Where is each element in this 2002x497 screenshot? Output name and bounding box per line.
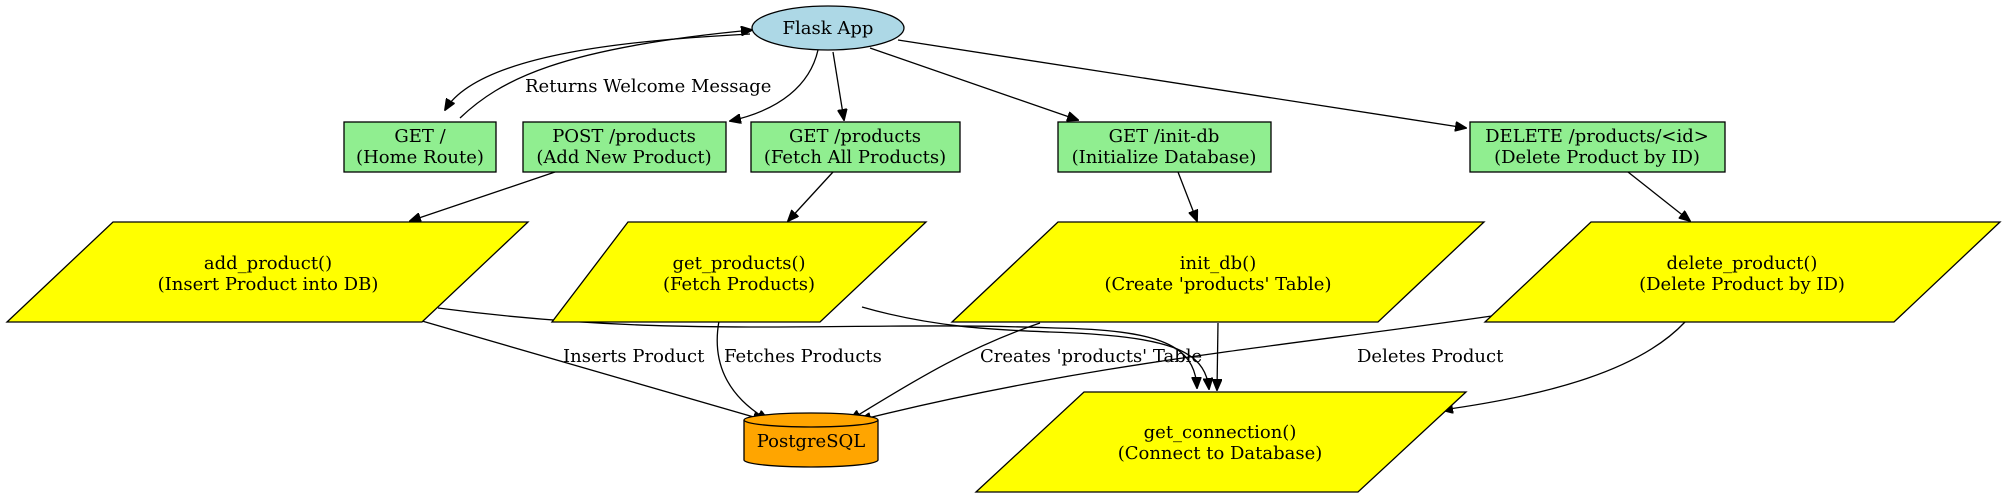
postgresql-label: PostgreSQL: [757, 431, 866, 452]
get-home-box: [343, 121, 497, 173]
add-product-line1: add_product(): [204, 253, 332, 274]
edge-app-to-post: [730, 49, 819, 121]
edges: [410, 30, 1690, 420]
flask-app-shape: [751, 5, 905, 51]
edge-delete-to-connection: [1442, 321, 1686, 410]
add-product-line2: (Insert Product into DB): [158, 274, 379, 295]
node-post-products: POST /products (Add New Product): [522, 121, 727, 173]
edge-label-welcome: Returns Welcome Message: [525, 76, 771, 97]
edge-add-to-postgres: [421, 320, 764, 420]
edge-init-to-connection: [1217, 322, 1218, 390]
edge-label-inserts: Inserts Product: [563, 346, 705, 367]
delete-product-shape: [1483, 221, 2002, 323]
node-get-home: GET / (Home Route): [343, 121, 497, 173]
edge-app-to-delete: [897, 39, 1466, 128]
edge-delete-to-postgres: [860, 312, 1513, 420]
edge-home-to-app: [459, 30, 752, 119]
get-init-db-box: [1057, 121, 1272, 173]
postgresql-cylinder-body: [743, 420, 879, 468]
post-products-line1: POST /products: [552, 126, 696, 147]
delete-route-line1: DELETE /products/<id>: [1485, 126, 1709, 147]
get-products-route-line1: GET /products: [789, 126, 921, 147]
edge-app-to-init-db: [869, 47, 1078, 120]
edge-app-to-get-products: [832, 51, 844, 120]
node-get-products-route: GET /products (Fetch All Products): [750, 121, 961, 173]
get-products-fn-shape: [550, 221, 928, 323]
edge-labels: Returns Welcome Message Inserts Product …: [525, 76, 1504, 367]
get-products-fn-line1: get_products(): [672, 253, 805, 274]
get-connection-shape: [974, 391, 1468, 493]
node-init-db: init_db() (Create 'products' Table): [950, 221, 1486, 323]
init-db-shape: [950, 221, 1486, 323]
node-get-connection: get_connection() (Connect to Database): [974, 391, 1468, 493]
node-get-init-db: GET /init-db (Initialize Database): [1057, 121, 1272, 173]
get-products-route-box: [750, 121, 961, 173]
init-db-line2: (Create 'products' Table): [1105, 274, 1332, 295]
get-home-line1: GET /: [394, 126, 446, 147]
init-db-line1: init_db(): [1180, 253, 1256, 274]
edge-label-fetches: Fetches Products: [724, 346, 882, 367]
post-products-line2: (Add New Product): [536, 147, 711, 168]
delete-route-line2: (Delete Product by ID): [1494, 147, 1700, 168]
edge-post-to-add-product: [410, 171, 556, 221]
flask-app-label: Flask App: [783, 18, 874, 39]
edge-init-to-postgres: [850, 322, 1041, 420]
node-delete-product: delete_product() (Delete Product by ID): [1483, 221, 2002, 323]
node-postgresql: PostgreSQL: [743, 412, 879, 468]
edge-label-deletes: Deletes Product: [1357, 346, 1504, 367]
get-products-route-line2: (Fetch All Products): [764, 147, 946, 168]
get-init-db-line1: GET /init-db: [1109, 126, 1220, 147]
get-connection-line2: (Connect to Database): [1118, 443, 1323, 464]
edge-delete-to-delete-fn: [1627, 171, 1690, 221]
delete-product-line2: (Delete Product by ID): [1639, 274, 1845, 295]
delete-route-box: [1469, 121, 1726, 173]
get-connection-line1: get_connection(): [1144, 422, 1297, 443]
get-products-fn-line2: (Fetch Products): [663, 274, 815, 295]
edge-get-to-get-products: [788, 171, 834, 221]
postgresql-cylinder-top: [743, 412, 879, 428]
node-flask-app: Flask App: [751, 5, 905, 51]
edge-label-creates: Creates 'products' Table: [980, 346, 1202, 367]
get-init-db-line2: (Initialize Database): [1072, 147, 1257, 168]
get-home-line2: (Home Route): [356, 147, 484, 168]
post-products-box: [522, 121, 727, 173]
delete-product-line1: delete_product(): [1667, 253, 1818, 274]
node-get-products-fn: get_products() (Fetch Products): [550, 221, 928, 323]
edge-app-to-home: [445, 33, 751, 110]
edge-getfn-to-postgres: [716, 320, 768, 420]
node-delete-route: DELETE /products/<id> (Delete Product by…: [1469, 121, 1726, 173]
edge-getfn-to-connection: [861, 306, 1209, 389]
edge-add-to-connection: [437, 307, 1197, 388]
edge-initdb-to-init-fn: [1177, 171, 1197, 221]
add-product-shape: [5, 221, 530, 323]
node-add-product: add_product() (Insert Product into DB): [5, 221, 530, 323]
